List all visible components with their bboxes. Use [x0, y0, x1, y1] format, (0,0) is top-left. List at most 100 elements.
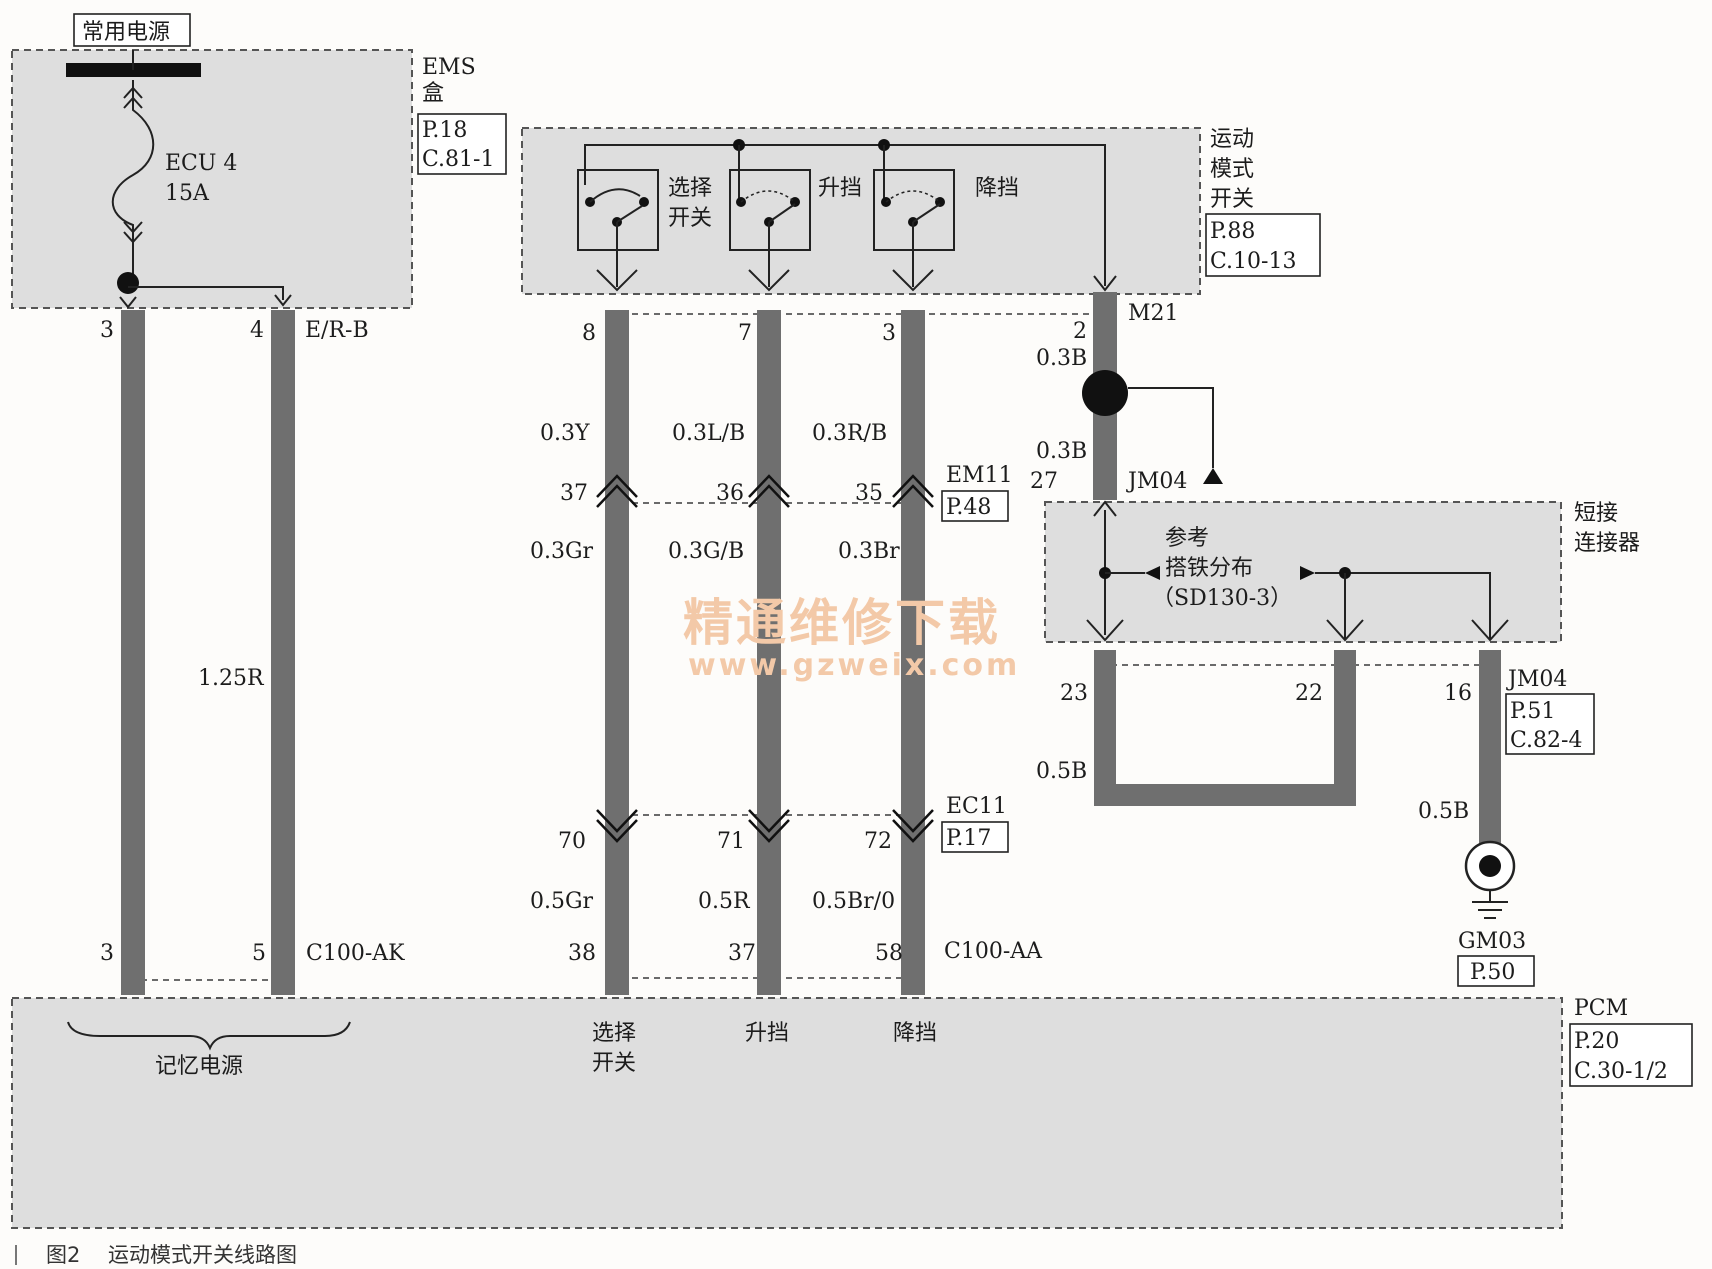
ground-pin-m21: 2 — [1073, 319, 1087, 344]
ec11-pin-down: 72 — [864, 829, 892, 854]
pcm-select-label-1: 选择 — [592, 1021, 636, 1046]
switch-name-1: 运动 — [1210, 127, 1254, 152]
ground-splice-dot — [1082, 370, 1128, 416]
wire-mid-down: 0.3Br — [838, 539, 900, 564]
select-switch-arm — [589, 188, 641, 203]
ground-jm-ref-page: P.51 — [1510, 699, 1555, 724]
em11-marker-up — [748, 474, 790, 508]
em11-pin-select: 37 — [560, 481, 588, 506]
caption-title: 运动模式开关线路图 — [108, 1243, 297, 1267]
memory-label: 记忆电源 — [155, 1054, 243, 1079]
jm04-top-arrow — [1093, 500, 1117, 517]
pcm-connector-aa: C100-AA — [944, 939, 1043, 964]
ground-pin-22: 22 — [1295, 681, 1323, 706]
down-switch-dotted — [885, 190, 941, 203]
short-ref-tri-left — [1145, 566, 1160, 580]
ground-jm-ref-conn: C.82-4 — [1510, 728, 1582, 753]
ec11-marker-select — [596, 809, 638, 843]
ground-splice-branch — [1128, 387, 1214, 468]
up-out-arrow — [748, 269, 790, 292]
pcm-pin-down: 58 — [875, 941, 903, 966]
ec11-marker-up — [748, 809, 790, 843]
ground-wire-16: 0.5B — [1418, 799, 1469, 824]
em11-pin-down: 35 — [855, 481, 883, 506]
pin-up-m21: 7 — [738, 321, 752, 346]
up-switch-label: 升挡 — [818, 176, 862, 201]
wire-mid-up: 0.3G/B — [668, 539, 744, 564]
pcm-up-label: 升挡 — [745, 1021, 789, 1046]
select-switch-label-1: 选择 — [668, 176, 712, 201]
ground-splice-triangle — [1203, 468, 1223, 484]
switch-ref-box — [1205, 213, 1321, 277]
ground-pin-16: 16 — [1444, 681, 1472, 706]
short-name-1: 短接 — [1574, 501, 1618, 526]
switch-feed-arrow — [1093, 275, 1117, 292]
select-switch-label-2: 开关 — [668, 206, 712, 231]
ground-ref-3: （SD130-3） — [1152, 586, 1292, 611]
ground-ref-1: 参考 — [1165, 526, 1209, 551]
wire-bot-up: 0.5R — [698, 889, 751, 914]
ground-gnd-ref: P.50 — [1470, 960, 1515, 985]
wire-top-down: 0.3R/B — [812, 421, 887, 446]
wire-bot-select: 0.5Gr — [530, 889, 594, 914]
short-bus-arrow — [1086, 619, 1124, 642]
up-switch-blade — [768, 203, 796, 223]
fuse-chevron-top — [123, 86, 143, 109]
ems-pin-b: 4 — [250, 318, 264, 343]
down-out-arrow — [892, 269, 934, 292]
ground-jm-name: JM04 — [1126, 469, 1187, 494]
select-contact-b — [639, 197, 649, 207]
short-arrow-16 — [1471, 619, 1509, 642]
ground-pin-jm: 27 — [1030, 469, 1058, 494]
ems-box-name-1: EMS — [422, 55, 476, 80]
wire-top-up: 0.3L/B — [672, 421, 745, 446]
pcm-ref-box — [1569, 1023, 1693, 1087]
memory-pcm-pin-a: 3 — [100, 941, 114, 966]
wire-top-select: 0.3Y — [540, 421, 590, 446]
caption-figure-no: 图2 — [46, 1243, 80, 1267]
memory-connector: C100-AK — [306, 941, 405, 966]
fuse-symbol — [111, 80, 155, 285]
watermark-line1: 精通维修下载 — [683, 594, 1001, 652]
ems-box-name-2: 盒 — [422, 81, 444, 106]
pcm-pin-select: 38 — [568, 941, 596, 966]
switch-box — [521, 127, 1201, 295]
switch-ref-conn: C.10-13 — [1210, 249, 1296, 274]
ec11-pin-select: 70 — [558, 829, 586, 854]
ems-splice-dot — [117, 272, 139, 294]
ems-ref-conn: C.81-1 — [422, 147, 494, 172]
switch-ref-page: P.88 — [1210, 219, 1255, 244]
fuse-name: ECU 4 — [165, 151, 237, 176]
ems-ref-box — [417, 113, 507, 175]
wire-bot-down: 0.5Br/0 — [812, 889, 895, 914]
pcm-select-label-2: 开关 — [592, 1051, 636, 1076]
short-ref-tri-right — [1300, 566, 1315, 580]
ground-eyelet-inner — [1479, 855, 1501, 877]
ground-wire-top: 0.3B — [1036, 346, 1087, 371]
wire-mid-select: 0.3Gr — [530, 539, 594, 564]
ec11-marker-down — [892, 809, 934, 843]
ground-ref-2: 搭铁分布 — [1165, 556, 1253, 581]
memory-pcm-pin-b: 5 — [252, 941, 266, 966]
switch-feed-line — [584, 144, 1106, 286]
ground-wire-below: 0.3B — [1036, 439, 1087, 464]
wire-loop-23-22 — [1094, 650, 1356, 806]
short-ref-right — [1315, 572, 1491, 640]
supply-label: 常用电源 — [82, 20, 170, 45]
ems-box — [11, 49, 413, 309]
splice-down-arrow — [119, 296, 137, 309]
pin-select-m21: 8 — [582, 321, 596, 346]
ec11-name: EC11 — [946, 794, 1007, 819]
ec11-ref: P.17 — [946, 826, 991, 851]
fuse-rating: 15A — [165, 181, 210, 206]
em11-marker-select — [596, 474, 638, 508]
pcm-name: PCM — [1574, 996, 1628, 1021]
ground-jm-ref-box — [1505, 693, 1595, 755]
em11-marker-down — [892, 474, 934, 508]
switch-name-2: 模式 — [1210, 157, 1254, 182]
pcm-ref-page: P.20 — [1574, 1029, 1619, 1054]
watermark-line2: www.gzweix.com — [688, 648, 1020, 683]
pcm-pin-up: 37 — [728, 941, 756, 966]
ems-wire-code: E/R-B — [305, 318, 369, 343]
